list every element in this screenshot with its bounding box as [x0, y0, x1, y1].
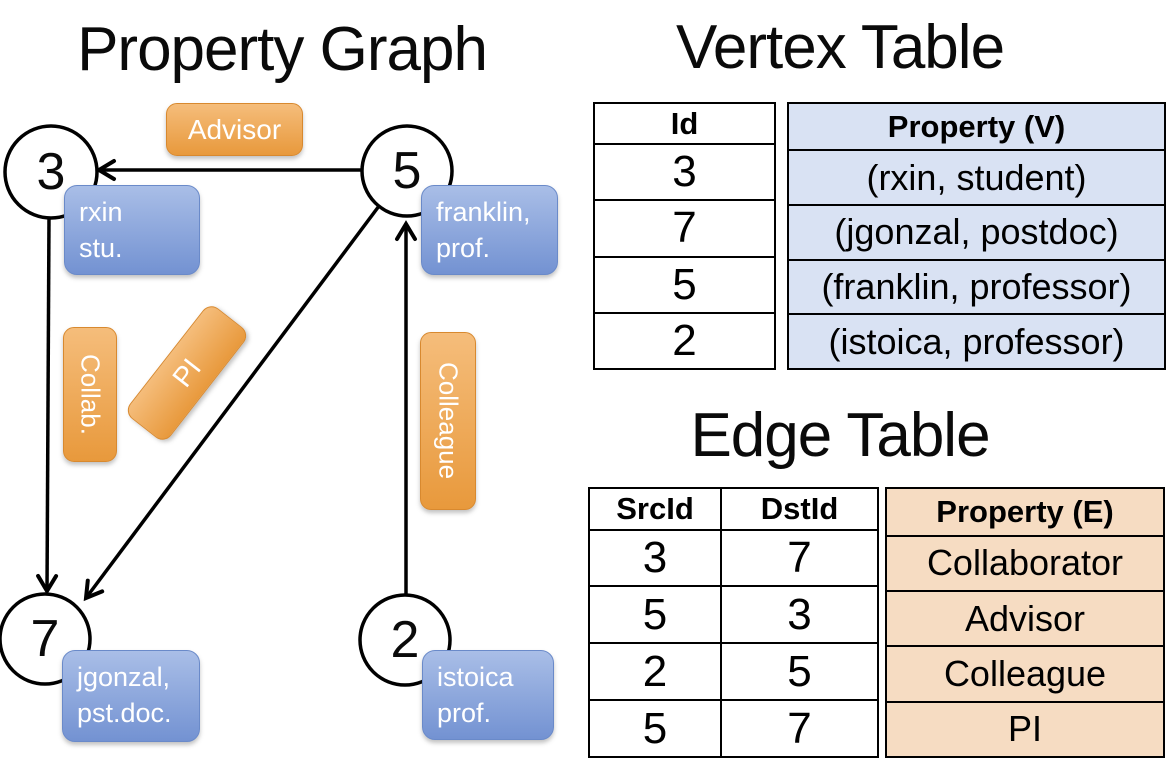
edge-dstid-cell: 7: [720, 528, 879, 588]
table-row: PI: [885, 700, 1165, 759]
table-row: (franklin, professor): [787, 258, 1166, 316]
edge-property-cell: PI: [885, 700, 1165, 759]
edge-table-srcid-header: SrcId: [588, 487, 722, 531]
table-row: 3 7: [588, 528, 879, 588]
vertex-property-box-franklin: franklin, prof.: [421, 185, 558, 275]
vertex-property-cell: (istoica, professor): [787, 313, 1166, 370]
vertex-id-cell: 7: [593, 199, 776, 258]
table-row: Collaborator: [885, 534, 1165, 593]
vertex-node-3-id: 3: [36, 143, 66, 201]
vertex-table-id-header: Id: [593, 101, 776, 146]
property-graph-title: Property Graph: [77, 15, 488, 84]
table-row: (rxin, student): [787, 149, 1166, 206]
edge-property-cell: Colleague: [885, 645, 1165, 703]
edge-label-collab-text: Collab.: [75, 354, 106, 435]
vertex-node-7-id: 7: [30, 610, 60, 668]
table-row: Advisor: [885, 590, 1165, 648]
vertex-node-2-id: 2: [390, 611, 420, 669]
table-row: 3: [593, 143, 776, 202]
vertex-table-property-column: Property (V) (rxin, student) (jgonzal, p…: [787, 101, 1166, 370]
table-row: 5 3: [588, 585, 879, 645]
vertex-property-cell: (jgonzal, postdoc): [787, 203, 1166, 261]
vertex-property-box-rxin: rxin stu.: [64, 185, 200, 275]
vertex-table-id-column: Id 3 7 5 2: [593, 101, 776, 371]
edge-label-colleague: Colleague: [420, 332, 476, 510]
table-row: 5 7: [588, 699, 879, 758]
edge-pi-5-to-7: [83, 204, 381, 602]
table-row: (jgonzal, postdoc): [787, 203, 1166, 261]
vertex-property-box-jgonzal: jgonzal, pst.doc.: [62, 650, 200, 742]
edge-table-property-column: Property (E) Collaborator Advisor Collea…: [885, 487, 1165, 759]
vertex-id-cell: 3: [593, 143, 776, 202]
edge-property-cell: Advisor: [885, 590, 1165, 648]
edge-srcid-cell: 3: [588, 528, 722, 588]
vertex-id-cell: 5: [593, 255, 776, 314]
table-row: 5: [593, 255, 776, 314]
edge-label-colleague-text: Colleague: [433, 362, 464, 480]
edge-dstid-cell: 7: [720, 699, 879, 758]
table-row: Colleague: [885, 645, 1165, 703]
edge-table-title: Edge Table: [690, 401, 990, 470]
edge-label-advisor: Advisor: [166, 103, 303, 156]
table-row: 2 5: [588, 642, 879, 702]
edge-srcid-cell: 5: [588, 699, 722, 758]
vertex-id-cell: 2: [593, 311, 776, 371]
vertex-table-property-header: Property (V): [787, 101, 1166, 152]
edge-label-collab: Collab.: [63, 327, 117, 462]
edge-property-cell: Collaborator: [885, 534, 1165, 593]
edge-srcid-cell: 5: [588, 585, 722, 645]
edge-collaborator-3-to-7: [36, 217, 59, 595]
edge-table-property-header: Property (E): [885, 487, 1165, 537]
edge-srcid-cell: 2: [588, 642, 722, 702]
table-row: 2: [593, 311, 776, 371]
vertex-node-5-id: 5: [392, 142, 422, 200]
vertex-property-box-istoica: istoica prof.: [422, 650, 554, 740]
edge-label-pi-text: PI: [166, 352, 207, 393]
edge-table-dstid-header: DstId: [720, 487, 879, 531]
vertex-property-cell: (rxin, student): [787, 149, 1166, 206]
table-row: 7: [593, 199, 776, 258]
edge-label-advisor-text: Advisor: [187, 113, 282, 145]
edge-table-id-columns: SrcId DstId 3 7 5 3 2 5 5 7: [588, 487, 879, 758]
vertex-property-cell: (franklin, professor): [787, 258, 1166, 316]
table-row: (istoica, professor): [787, 313, 1166, 370]
edge-dstid-cell: 3: [720, 585, 879, 645]
vertex-table-title: Vertex Table: [675, 13, 1005, 82]
edge-dstid-cell: 5: [720, 642, 879, 702]
